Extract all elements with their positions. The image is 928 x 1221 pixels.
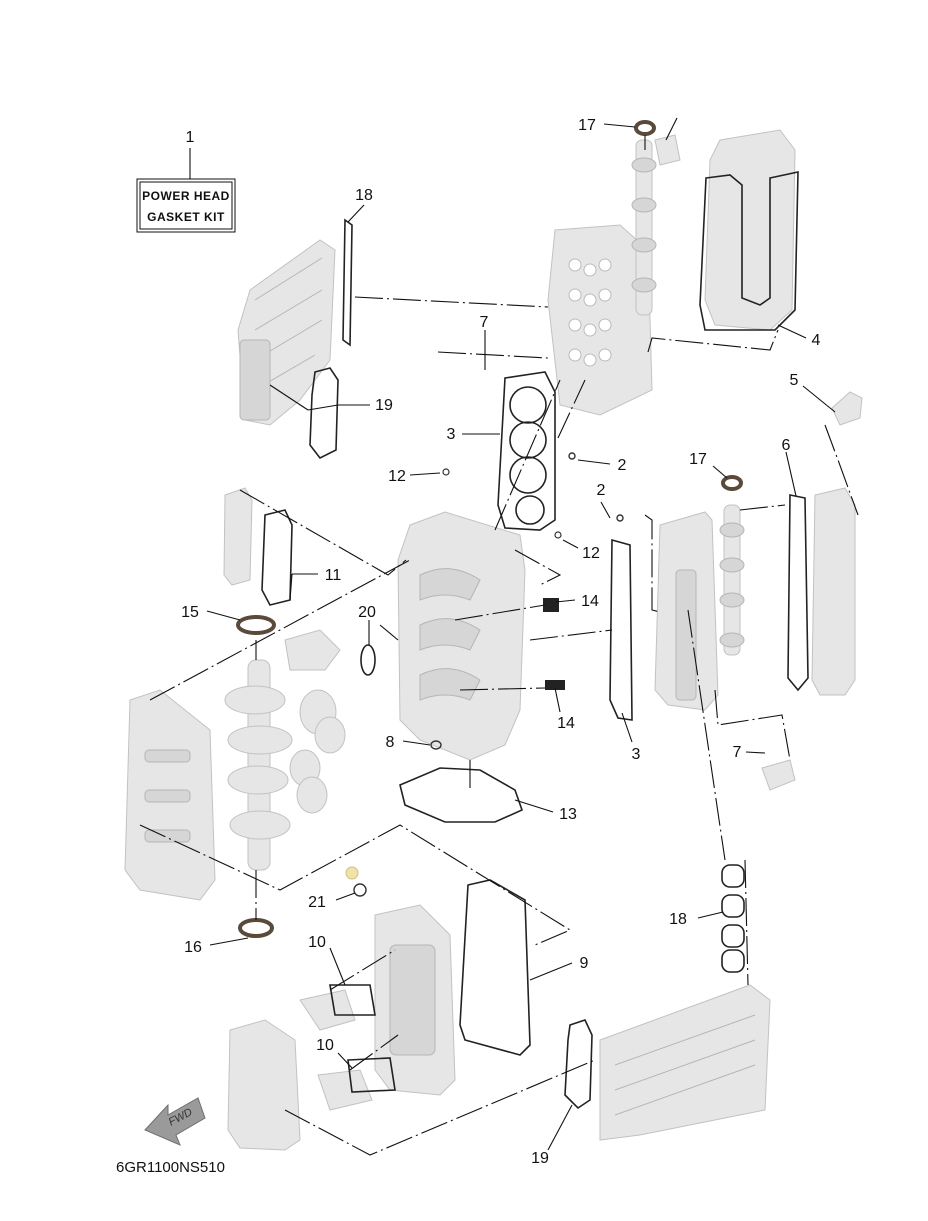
callout-9: 9 bbox=[580, 955, 589, 972]
vapor-separator-assembly bbox=[227, 904, 456, 1151]
callout-3-upper: 3 bbox=[447, 426, 456, 443]
callout-17-lower: 17 bbox=[689, 451, 707, 468]
oil-pan-gasket-13 bbox=[399, 767, 523, 823]
thermostat-lower bbox=[761, 759, 796, 791]
callout-1: 1 bbox=[186, 129, 195, 146]
crankcase bbox=[124, 689, 216, 901]
callout-7-lower: 7 bbox=[733, 744, 742, 761]
callout-17-upper: 17 bbox=[578, 117, 596, 134]
manifold-gasket-19-upper bbox=[309, 367, 339, 460]
crankshaft bbox=[224, 629, 346, 871]
head-cover-gasket-lower bbox=[787, 494, 809, 692]
o-ring-2-lower bbox=[616, 514, 624, 522]
callout-10-lower: 10 bbox=[316, 1037, 334, 1054]
seal-20 bbox=[360, 644, 376, 676]
exhaust-cover-gasket-9 bbox=[459, 879, 531, 1056]
kit-line2: GASKET KIT bbox=[147, 210, 225, 224]
callout-10-upper: 10 bbox=[308, 934, 326, 951]
oil-seal-16 bbox=[238, 918, 274, 938]
callout-2-upper: 2 bbox=[618, 457, 627, 474]
head-cover-lower bbox=[811, 487, 856, 696]
kit-line1: POWER HEAD bbox=[142, 189, 230, 203]
callout-16: 16 bbox=[184, 939, 202, 956]
gasket-10-lower bbox=[347, 1057, 396, 1093]
cover-gasket-11 bbox=[261, 509, 293, 606]
manifold-gasket-19-lower bbox=[564, 1019, 593, 1110]
gasket-10-upper bbox=[329, 984, 376, 1016]
cylinder-head-lower bbox=[654, 511, 719, 711]
intake-manifold-upper bbox=[237, 239, 336, 426]
head-cover-upper bbox=[704, 129, 796, 331]
cylinder-head-gasket-upper bbox=[497, 371, 556, 531]
callout-6: 6 bbox=[782, 437, 791, 454]
pads-14 bbox=[543, 598, 565, 690]
callout-8: 8 bbox=[386, 734, 395, 751]
callout-18-lower: 18 bbox=[669, 911, 687, 928]
cover-plate-left bbox=[223, 487, 253, 586]
o-ring-12-upper bbox=[442, 468, 450, 476]
head-cover-gasket-upper bbox=[699, 171, 799, 331]
intake-manifold-lower bbox=[599, 984, 771, 1141]
callout-12-upper: 12 bbox=[388, 468, 406, 485]
diagram-code: 6GR1100NS510 bbox=[116, 1159, 225, 1176]
filter-cap bbox=[345, 866, 359, 880]
callout-4: 4 bbox=[812, 332, 821, 349]
callout-5: 5 bbox=[790, 372, 799, 389]
callout-21: 21 bbox=[308, 894, 326, 911]
callout-7-upper: 7 bbox=[480, 314, 489, 331]
intake-gasket-upper bbox=[342, 218, 353, 347]
thermostat-housing bbox=[831, 391, 863, 426]
o-ring-17-upper bbox=[634, 120, 656, 136]
cylinder-block bbox=[397, 511, 526, 761]
o-ring-17-lower bbox=[721, 475, 743, 491]
alignment-lines bbox=[139, 117, 859, 1156]
callout-18-upper: 18 bbox=[355, 187, 373, 204]
camshaft-lower bbox=[719, 504, 745, 656]
o-ring-12-lower bbox=[554, 531, 562, 539]
callout-13: 13 bbox=[559, 806, 577, 823]
o-ring-21 bbox=[353, 883, 367, 897]
callout-2-lower: 2 bbox=[597, 482, 606, 499]
o-ring-8 bbox=[430, 740, 442, 750]
callout-14-upper: 14 bbox=[581, 593, 599, 610]
cylinder-head-gasket-lower bbox=[609, 538, 633, 721]
cylinder-head-upper bbox=[547, 224, 653, 416]
callout-19-lower: 19 bbox=[531, 1150, 549, 1167]
callout-11: 11 bbox=[325, 567, 342, 584]
callout-12-lower: 12 bbox=[582, 545, 600, 562]
camshaft-upper bbox=[631, 134, 681, 316]
callout-20: 20 bbox=[358, 604, 376, 621]
gasket-kit-box: POWER HEAD GASKET KIT bbox=[136, 178, 236, 233]
intake-gasket-18-lower bbox=[721, 864, 745, 973]
callouts: 1 18 17 7 4 5 19 3 2 12 17 6 2 12 11 15 … bbox=[181, 117, 820, 1167]
oil-seal-15 bbox=[236, 615, 276, 635]
leader-lines bbox=[189, 123, 836, 1151]
callout-14-lower: 14 bbox=[557, 715, 575, 732]
forward-arrow: FWD bbox=[144, 1097, 206, 1146]
callout-3-lower: 3 bbox=[632, 746, 641, 763]
callout-15: 15 bbox=[181, 604, 199, 621]
callout-19-upper: 19 bbox=[375, 397, 393, 414]
o-ring-2-upper bbox=[568, 452, 576, 460]
